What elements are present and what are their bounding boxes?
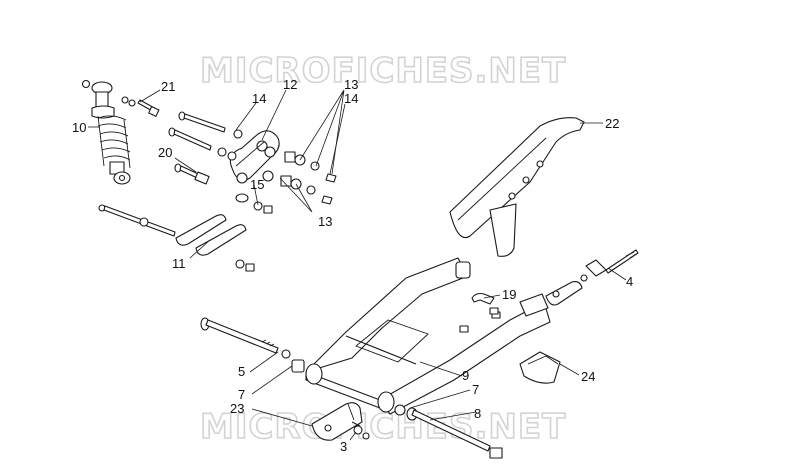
bolt-20 <box>174 163 210 185</box>
pivot-bolt <box>200 317 305 373</box>
callout-19: 19 <box>502 287 516 302</box>
spacer-15 <box>235 193 273 214</box>
callout-14-right: 14 <box>344 91 358 106</box>
callout-20: 20 <box>158 145 172 160</box>
bushings-13 <box>262 146 337 205</box>
callout-14-left: 14 <box>252 91 266 106</box>
callout-13-top: 13 <box>344 77 358 92</box>
bolt-mid <box>168 127 237 161</box>
clip-19 <box>471 292 499 315</box>
callout-5: 5 <box>238 364 245 379</box>
callout-3: 3 <box>340 439 347 454</box>
callout-9: 9 <box>462 368 469 383</box>
chain-guard <box>449 117 585 257</box>
protector-24 <box>519 351 561 384</box>
bolt-14-upper <box>178 111 243 139</box>
callout-7-left: 7 <box>238 387 245 402</box>
watermark-bottom: MICROFICHES.NET <box>200 407 566 447</box>
shock-absorber <box>81 79 131 185</box>
callout-4: 4 <box>626 274 633 289</box>
swingarm <box>305 257 551 415</box>
callout-15: 15 <box>250 177 264 192</box>
leader-lines <box>88 89 627 441</box>
tie-rod <box>98 204 255 272</box>
axle-pin-8 <box>394 404 503 459</box>
callout-labels: 21 12 14 13 14 10 20 15 13 22 11 19 4 5 … <box>72 77 633 454</box>
chain-adjuster <box>545 249 639 306</box>
bolt-21 <box>121 96 160 117</box>
callout-11: 11 <box>172 256 186 271</box>
callout-10: 10 <box>72 120 86 135</box>
callout-7-right: 7 <box>472 382 479 397</box>
callout-22: 22 <box>605 116 619 131</box>
watermark-top: MICROFICHES.NET <box>200 51 566 91</box>
plate-23 <box>311 402 363 441</box>
rocker-link <box>229 130 280 184</box>
callout-21: 21 <box>161 79 175 94</box>
callout-8: 8 <box>474 406 481 421</box>
callout-23: 23 <box>230 401 244 416</box>
callout-24: 24 <box>581 369 595 384</box>
callout-13-bottom: 13 <box>318 214 332 229</box>
callout-12: 12 <box>283 77 297 92</box>
